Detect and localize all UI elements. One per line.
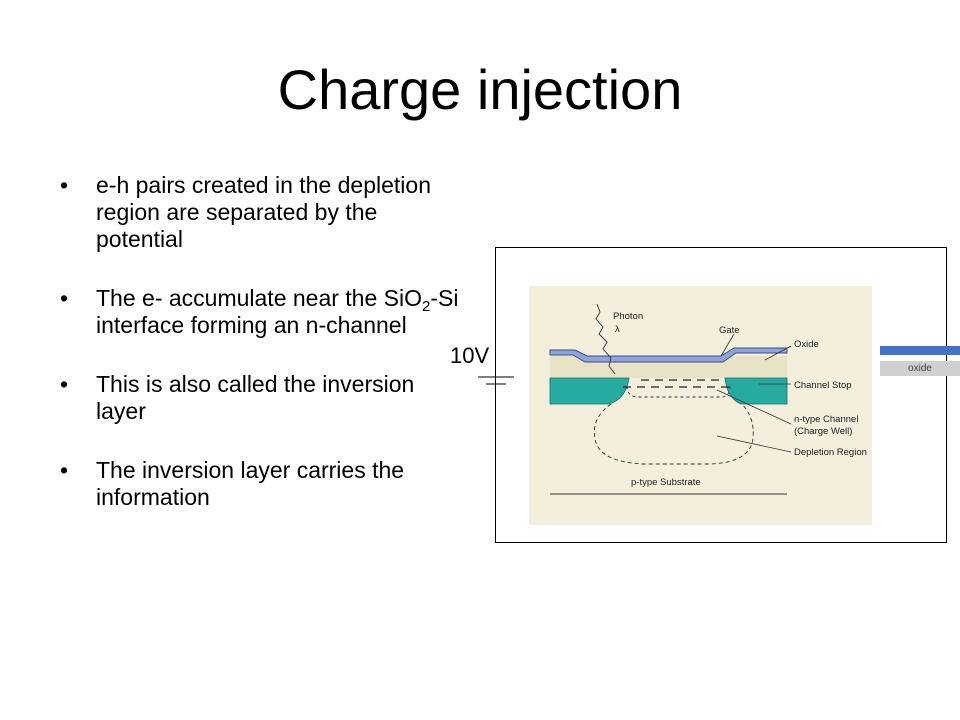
bullet-marker: • <box>60 457 69 483</box>
oxide-label: Oxide <box>794 339 819 350</box>
n-channel-leader <box>716 389 792 425</box>
lambda-label: λ <box>615 324 620 335</box>
legend-oxide-swatch: oxide <box>880 361 960 376</box>
diagram-panel <box>529 286 872 525</box>
gate-leader <box>720 333 735 357</box>
bullet-text: This is also called the inversion layer <box>96 371 415 424</box>
slide-title: Charge injection <box>277 58 683 121</box>
mos-capacitor-diagram: Photon λ Gate Oxide Channel Stop n-type … <box>529 286 872 525</box>
battery-symbol <box>478 376 514 385</box>
gate-electrode <box>549 347 788 363</box>
bullet-text: e-h pairs created in the depletion regio… <box>96 172 431 252</box>
bullet-marker: • <box>60 371 69 397</box>
depletion-region-label: Depletion Region <box>794 447 867 458</box>
charge-well-label: (Charge Well) <box>794 426 852 437</box>
photon-ray <box>595 303 616 375</box>
channel-stop-left <box>549 377 630 405</box>
bullet-list: • e-h pairs created in the depletion regi… <box>60 172 470 543</box>
channel-stop-label: Channel Stop <box>794 380 852 391</box>
gate-label: Gate <box>719 325 740 336</box>
depletion-region-boundary <box>593 403 754 465</box>
bullet-item: • e-h pairs created in the depletion regi… <box>60 172 470 253</box>
bullet-subscript: 2 <box>422 298 431 315</box>
voltage-label: 10V <box>450 343 490 368</box>
bullet-marker: • <box>60 172 69 198</box>
legend-gate-bar <box>880 346 960 355</box>
bullet-item: • The e- accumulate near the SiO2-Si inte… <box>60 285 470 339</box>
bullet-item: • The inversion layer carries the informa… <box>60 457 470 511</box>
oxide-legend: oxide <box>880 346 960 376</box>
charge-well-boundary <box>626 385 731 398</box>
bullet-text: The e- accumulate near the SiO <box>96 285 422 311</box>
channel-stop-right <box>724 377 788 405</box>
diagram-frame <box>495 247 947 543</box>
oxide-leader <box>764 345 792 361</box>
photon-label: Photon <box>613 311 643 322</box>
depletion-leader <box>716 435 792 453</box>
bullet-item: • This is also called the inversion layer <box>60 371 470 425</box>
bullet-text: The inversion layer carries the informat… <box>96 457 405 510</box>
bullet-marker: • <box>60 285 69 311</box>
bullet-text: -Si interface forming an n-channel <box>96 285 459 338</box>
substrate-label: p-type Substrate <box>631 477 701 488</box>
n-channel-label: n-type Channel <box>794 414 858 425</box>
